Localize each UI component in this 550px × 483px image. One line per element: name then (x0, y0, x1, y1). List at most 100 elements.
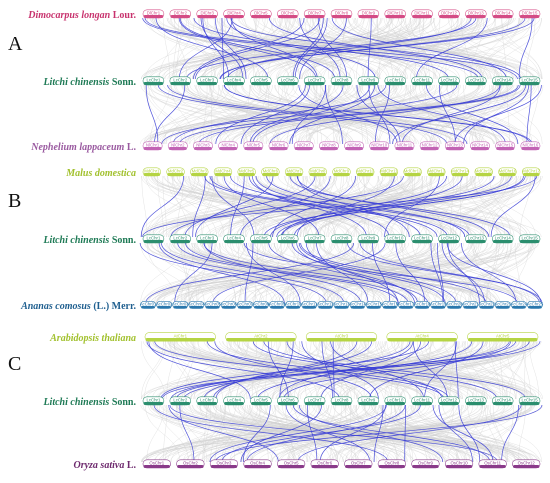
chromosome-body (513, 465, 539, 468)
chromosome: LcChr5 (250, 77, 271, 85)
chromosome-body (345, 147, 363, 150)
chromosome-label: NlChr10 (371, 142, 387, 147)
chromosome: AcChr24 (510, 301, 527, 308)
chromosome: DlChr1 (143, 10, 164, 18)
chromosome-body (333, 173, 350, 176)
chromosome-label: AcChr04 (188, 301, 205, 306)
panel-letter: A (8, 33, 23, 55)
chromosome: LcChr8 (331, 77, 352, 85)
chromosome: LcChr3 (197, 77, 218, 85)
chromosome-label: LcChr10 (387, 397, 404, 402)
chromosome: DlChr8 (331, 10, 352, 18)
chromosome: NlChr8 (319, 142, 338, 150)
chromosome-label: NlChr4 (221, 142, 235, 147)
chromosome-body (197, 402, 217, 405)
chromosome-label: MdChr11 (380, 168, 398, 173)
chromosome-label: NlChr2 (171, 142, 185, 147)
chromosome: LcChr7 (304, 397, 325, 405)
chromosome: DlChr3 (197, 10, 218, 18)
species-label: Litchi chinensis Sonn. (42, 397, 136, 408)
species-label: Malus domestica (65, 168, 136, 179)
chromosome: LcChr9 (358, 235, 379, 243)
chromosome-label: LcChr14 (495, 397, 512, 402)
chromosome: NlChr6 (269, 142, 288, 150)
chromosome: MdChr12 (404, 168, 422, 176)
chromosome-label: AcChr24 (510, 301, 527, 306)
chromosome-body (211, 465, 237, 468)
chromosome: AcChr05 (204, 301, 221, 308)
chromosome-label: DlChr12 (441, 10, 457, 15)
chromosome-label: LcChr10 (387, 77, 404, 82)
chromosome: OsChr10 (445, 460, 473, 468)
chromosome-body (387, 338, 456, 341)
chromosome: OsChr4 (244, 460, 272, 468)
chromosome-label: DlChr3 (200, 10, 214, 15)
chromosome-label: AcChr12 (317, 301, 334, 306)
chromosome-body (177, 465, 203, 468)
chromosome-body (412, 82, 432, 85)
chromosome-label: MdChr2 (168, 168, 184, 173)
chromosome-label: LcChr6 (281, 235, 295, 240)
highlight-synteny-link (502, 405, 519, 462)
chromosome-body (370, 147, 388, 150)
chromosome-label: AcChr20 (446, 301, 463, 306)
chromosome: LcChr11 (412, 397, 433, 405)
species-name: Oryza sativa (73, 460, 124, 471)
chromosome: OsChr2 (177, 460, 205, 468)
chromosome-body (244, 147, 262, 150)
chromosome: DlChr9 (358, 10, 379, 18)
chromosome-body (262, 173, 279, 176)
chromosome: AtChr4 (387, 333, 458, 342)
chromosome: MdChr17 (522, 168, 540, 176)
chromosome: MdChr2 (167, 168, 185, 176)
chromosome-body (439, 240, 459, 243)
chromosome-body (194, 147, 212, 150)
chromosome: AcChr13 (333, 301, 350, 308)
chromosome: NlChr1 (143, 142, 162, 150)
chromosome: MdChr6 (262, 168, 280, 176)
chromosome-label: LcChr1 (147, 77, 161, 82)
chromosome-body (224, 15, 244, 18)
chromosome-label: MdChr15 (475, 168, 493, 173)
chromosome-body (332, 402, 352, 405)
chromosome-label: LcChr12 (441, 397, 458, 402)
species-label: Arabidopsis thaliana (49, 333, 136, 344)
chromosome: OsChr7 (345, 460, 373, 468)
chromosome-label: AcChr08 (253, 301, 270, 306)
chromosome: LcChr15 (519, 235, 540, 243)
chromosome-label: OsChr5 (284, 460, 299, 465)
chromosome-body (320, 147, 338, 150)
chromosome: AtChr5 (467, 333, 538, 342)
chromosome: LcChr7 (304, 77, 325, 85)
chromosome-label: AcChr02 (156, 301, 173, 306)
chromosome-label: MdChr4 (215, 168, 231, 173)
chromosome: AcChr06 (220, 301, 237, 308)
chromosome-label: AcChr16 (382, 301, 399, 306)
chromosome-label: DlChr5 (254, 10, 268, 15)
chromosome: DlChr14 (492, 10, 513, 18)
chromosome-label: MdChr12 (404, 168, 422, 173)
chromosome-body (197, 240, 217, 243)
chromosome: LcChr1 (143, 397, 164, 405)
chromosome: NlChr12 (420, 142, 439, 150)
chromosome-label: AcChr01 (140, 301, 157, 306)
chromosome-label: NlChr5 (247, 142, 261, 147)
chromosome: NlChr7 (294, 142, 313, 150)
chromosome-label: LcChr4 (227, 235, 241, 240)
chromosome: LcChr5 (250, 397, 271, 405)
chromosome-body (224, 402, 244, 405)
chromosome: AcChr12 (317, 301, 334, 308)
chromosome-label: LcChr2 (173, 77, 187, 82)
chromosome-body (357, 173, 374, 176)
chromosome-label: DlChr7 (308, 10, 322, 15)
chromosome: AtChr3 (306, 333, 377, 342)
chromosome-body (278, 240, 298, 243)
chromosome-body (496, 147, 514, 150)
chromosome: MdChr10 (356, 168, 374, 176)
chromosome-body (345, 465, 371, 468)
chromosome-body (446, 465, 472, 468)
chromosome: OsChr3 (210, 460, 238, 468)
chromosome-label: MdChr14 (451, 168, 469, 173)
